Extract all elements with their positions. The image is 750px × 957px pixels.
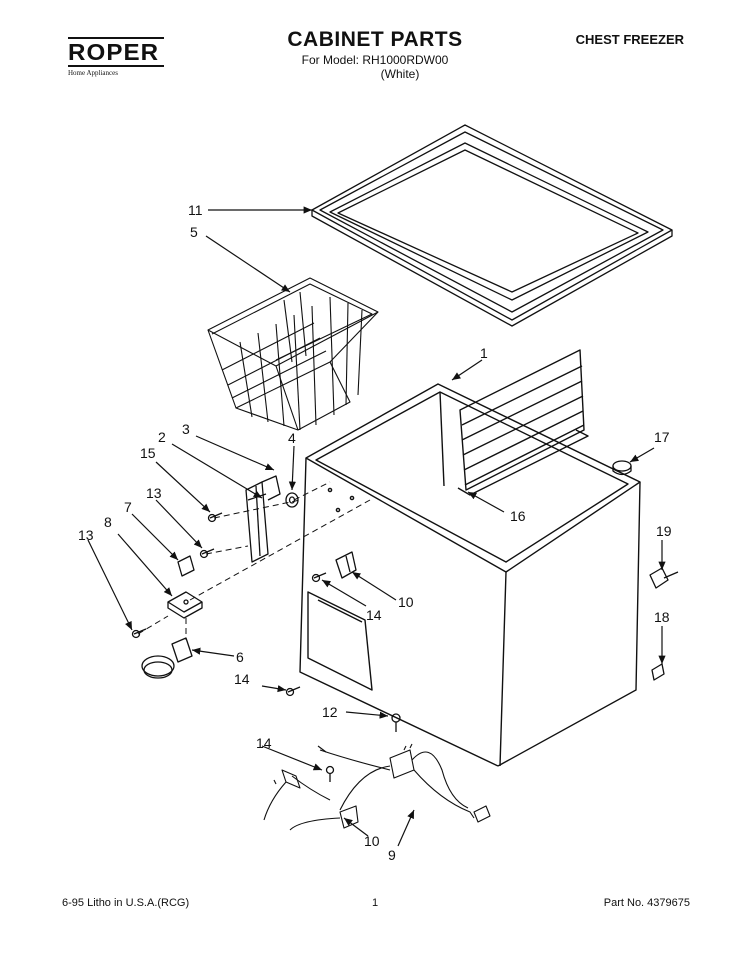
page-header: CABINET PARTS For Model: RH1000RDW00 (Wh… (0, 28, 750, 81)
alignment-lines (137, 481, 371, 640)
leveling-bolt (649, 567, 679, 589)
drain-plug (612, 460, 632, 476)
product-category: CHEST FREEZER (575, 32, 684, 47)
callout-10: 10 (398, 594, 414, 610)
hinge-assembly (245, 475, 281, 563)
logo-wordmark: ROPER (68, 39, 160, 65)
callout-6: 6 (236, 649, 244, 665)
logo-tagline: Home Appliances (68, 69, 118, 77)
callout-10: 10 (364, 833, 380, 849)
callout-13: 13 (146, 485, 162, 501)
freezer-cabinet (299, 349, 641, 767)
print-info: 6-95 Litho in U.S.A.(RCG) (62, 897, 190, 909)
callout-7: 7 (124, 499, 132, 515)
callout-16: 16 (510, 508, 526, 524)
page-number: 1 (372, 897, 379, 909)
page-title: CABINET PARTS (287, 28, 463, 51)
callout-2: 2 (158, 429, 166, 445)
callout-14: 14 (366, 607, 382, 623)
logo-rule (68, 37, 164, 39)
part-number: Part No. 4379675 (603, 897, 690, 909)
bumper-clip (651, 663, 665, 681)
callout-13: 13 (78, 527, 94, 543)
logo-rule (68, 65, 164, 67)
callout-14: 14 (256, 735, 272, 751)
hinge-bracket (167, 555, 203, 619)
callout-9: 9 (388, 847, 396, 863)
leader-lines (87, 206, 666, 847)
callout-18: 18 (654, 609, 670, 625)
callout-1: 1 (480, 345, 488, 361)
callout-17: 17 (654, 429, 670, 445)
hinge-washer (285, 492, 299, 508)
roper-logo: ROPER Home Appliances (68, 36, 164, 77)
lid-gasket (311, 124, 673, 327)
callout-14: 14 (234, 671, 250, 687)
callout-19: 19 (656, 523, 672, 539)
callout-15: 15 (140, 445, 156, 461)
callout-4: 4 (288, 430, 296, 446)
color-note: (White) (380, 67, 420, 81)
wire-basket (207, 277, 379, 431)
callout-3: 3 (182, 421, 190, 437)
callout-11: 11 (188, 202, 203, 218)
callout-8: 8 (104, 514, 112, 530)
callout-labels: 1 2 3 4 5 6 7 8 9 10 10 11 12 13 13 14 1… (78, 202, 672, 863)
wiring-harness (263, 743, 491, 831)
cord-clip-upper (335, 551, 357, 579)
callout-12: 12 (322, 704, 338, 720)
power-cord-bracket (141, 637, 193, 679)
screws (131, 512, 401, 782)
model-line: For Model: RH1000RDW00 (301, 53, 449, 67)
callout-5: 5 (190, 224, 198, 240)
